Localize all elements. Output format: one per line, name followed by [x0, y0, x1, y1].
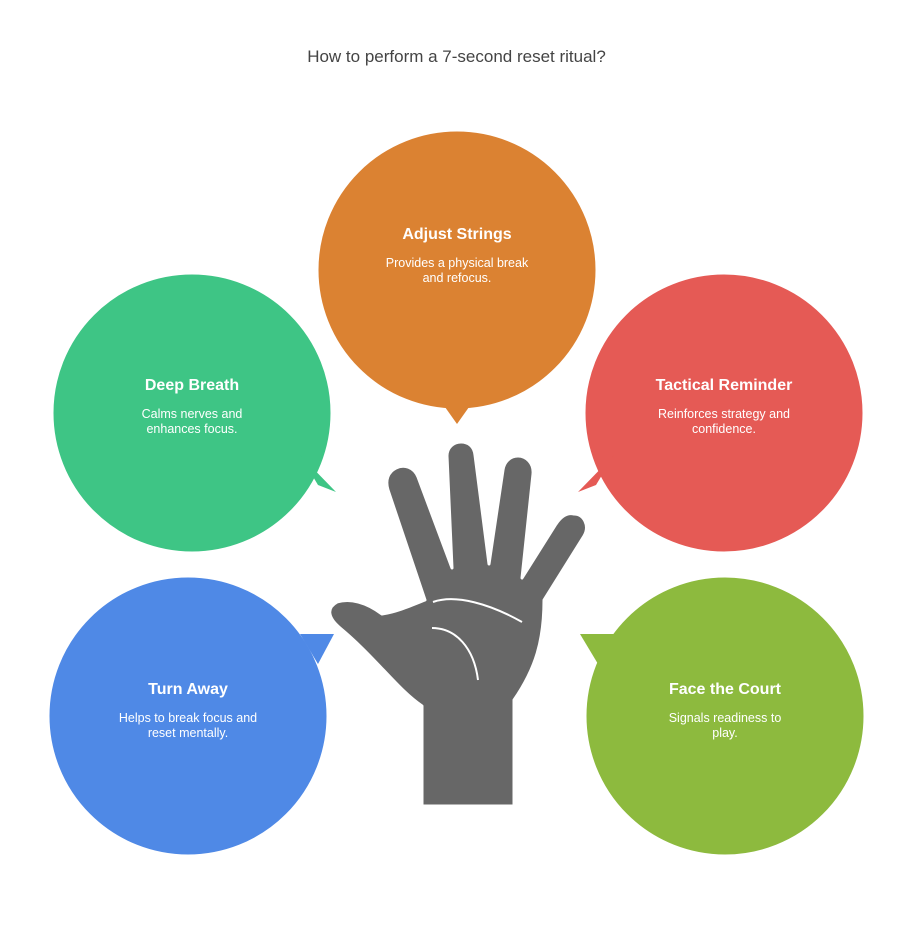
step-description: Signals readiness to play. [668, 711, 782, 740]
bubble-turn-away [46, 574, 334, 858]
step-face-the-court: Face the Court Signals readiness to play… [625, 681, 825, 741]
step-adjust-strings: Adjust Strings Provides a physical break… [357, 226, 557, 286]
step-description: Provides a physical break and refocus. [385, 256, 529, 285]
bubble-deep-breath [50, 271, 336, 555]
step-turn-away: Turn Away Helps to break focus and reset… [88, 681, 288, 741]
step-title: Turn Away [148, 681, 228, 698]
bubble-tactical-reminder [578, 271, 866, 555]
step-description: Reinforces strategy and confidence. [657, 407, 790, 436]
page-title: How to perform a 7-second reset ritual? [307, 47, 606, 66]
bubble-adjust-strings [315, 128, 599, 424]
step-title: Adjust Strings [402, 226, 512, 243]
step-title: Tactical Reminder [655, 377, 793, 394]
step-title: Face the Court [668, 681, 781, 698]
step-description: Calms nerves and enhances focus. [141, 407, 243, 436]
step-title: Deep Breath [144, 377, 240, 394]
hand-icon [328, 440, 588, 808]
step-tactical-reminder: Tactical Reminder Reinforces strategy an… [624, 377, 824, 437]
step-description: Helps to break focus and reset mentally. [118, 711, 258, 740]
bubble-face-the-court [580, 574, 867, 858]
step-deep-breath: Deep Breath Calms nerves and enhances fo… [92, 377, 292, 437]
